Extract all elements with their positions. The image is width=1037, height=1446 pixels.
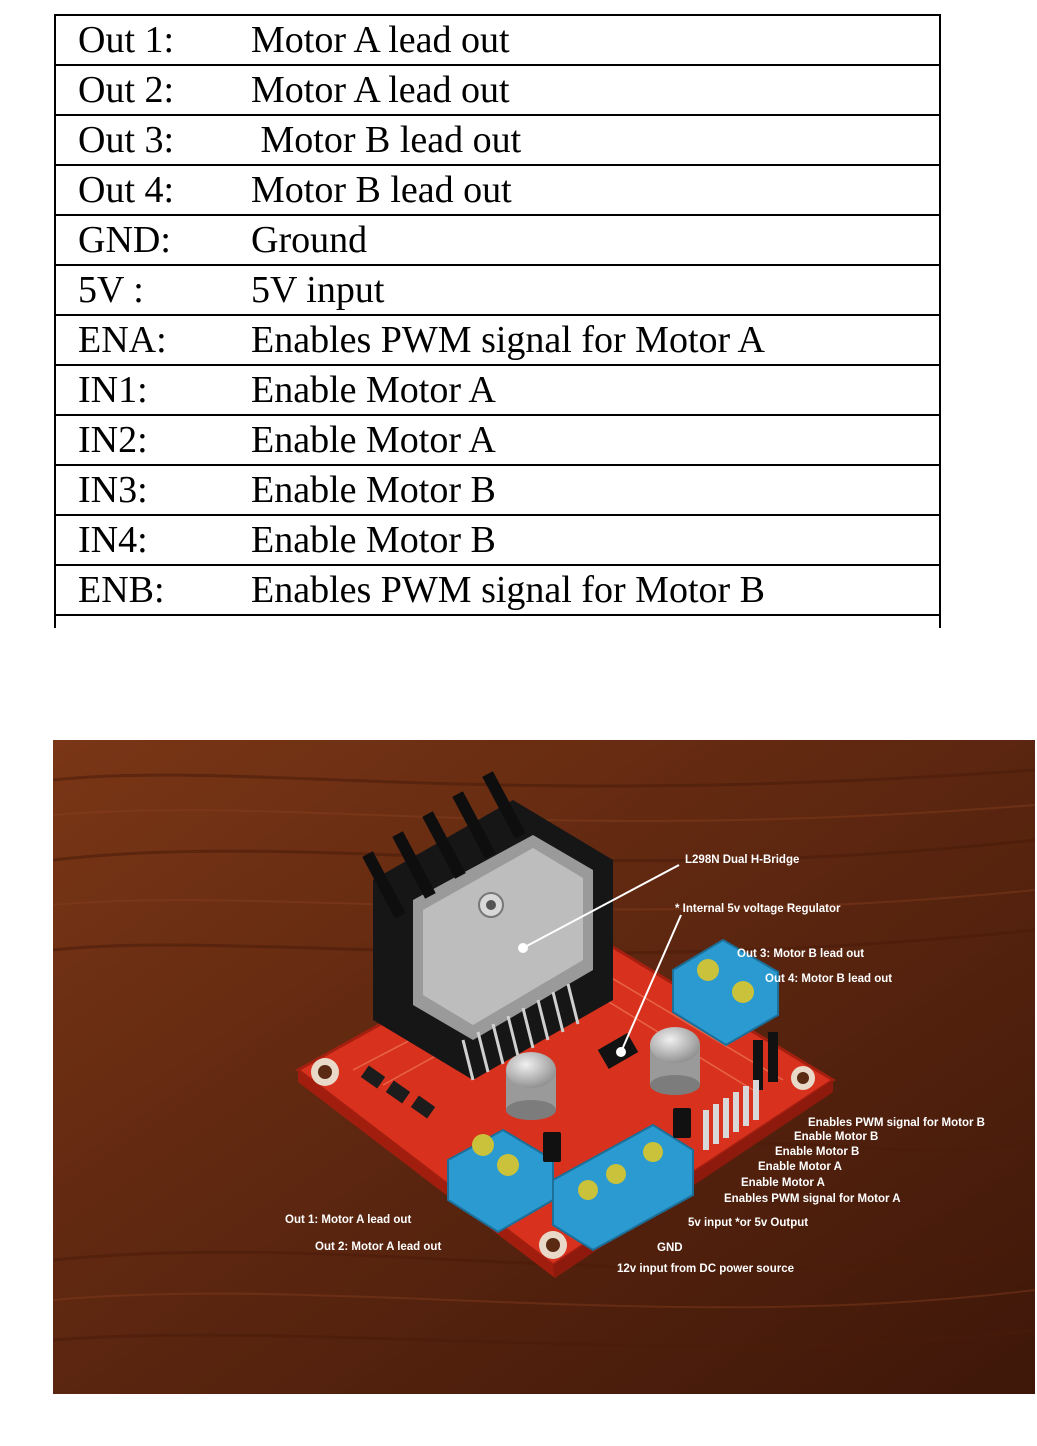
- callout-out1: Out 1: Motor A lead out: [285, 1214, 411, 1226]
- chip-pins: [461, 983, 580, 1081]
- callout-l298n: L298N Dual H-Bridge: [685, 854, 799, 866]
- pin-description: Motor B lead out: [251, 164, 941, 215]
- pin-label: Out 1:: [54, 14, 251, 65]
- pin-description: Enable Motor A: [251, 364, 941, 415]
- pin-label: ENA:: [54, 314, 251, 365]
- pin-description: Ground: [251, 214, 941, 265]
- callout-in4: Enable Motor B: [794, 1131, 878, 1143]
- pin-label: IN3:: [54, 464, 251, 515]
- pin-description: Motor A lead out: [251, 64, 941, 115]
- table-row: Out 3: Motor B lead out: [54, 114, 941, 165]
- table-row: IN2:Enable Motor A: [54, 414, 941, 465]
- pin-description: Motor B lead out: [251, 114, 941, 165]
- table-row: ENB:Enables PWM signal for Motor B: [54, 564, 941, 614]
- pin-label: ENB:: [54, 564, 251, 614]
- pin-label: GND:: [54, 214, 251, 265]
- table-row: Out 4:Motor B lead out: [54, 164, 941, 215]
- pin-description: Enable Motor B: [251, 514, 941, 565]
- board-photo: L298N Dual H-Bridge * Internal 5v voltag…: [53, 740, 1035, 1394]
- callout-enb: Enables PWM signal for Motor B: [808, 1117, 985, 1129]
- callout-12v: 12v input from DC power source: [617, 1263, 794, 1275]
- pin-label: IN4:: [54, 514, 251, 565]
- callout-out2: Out 2: Motor A lead out: [315, 1241, 441, 1253]
- pin-description: Enables PWM signal for Motor B: [251, 564, 941, 614]
- pin-label: 5V :: [54, 264, 251, 315]
- callout-in1: Enable Motor A: [741, 1177, 825, 1189]
- table-row: Out 2:Motor A lead out: [54, 64, 941, 115]
- pin-table: Out 1:Motor A lead out Out 2:Motor A lea…: [54, 14, 941, 614]
- pin-description: Motor A lead out: [251, 14, 941, 65]
- table-row: GND:Ground: [54, 214, 941, 265]
- table-row: ENA:Enables PWM signal for Motor A: [54, 314, 941, 365]
- callout-dot: [518, 943, 528, 953]
- callout-regulator: * Internal 5v voltage Regulator: [675, 903, 841, 915]
- pin-label: IN2:: [54, 414, 251, 465]
- mounting-hole: [311, 1058, 339, 1086]
- mounting-hole: [791, 1066, 815, 1090]
- pin-description: Enable Motor A: [251, 414, 941, 465]
- diodes: [360, 1065, 436, 1119]
- table-row: IN1:Enable Motor A: [54, 364, 941, 415]
- table-row: IN4:Enable Motor B: [54, 514, 941, 565]
- pin-label: Out 2:: [54, 64, 251, 115]
- pin-description: Enables PWM signal for Motor A: [251, 314, 941, 365]
- pin-description: Enable Motor B: [251, 464, 941, 515]
- table-row: IN3:Enable Motor B: [54, 464, 941, 515]
- callout-5v: 5v input *or 5v Output: [688, 1217, 808, 1229]
- pin-label: Out 4:: [54, 164, 251, 215]
- callout-ena: Enables PWM signal for Motor A: [724, 1193, 901, 1205]
- callout-out3: Out 3: Motor B lead out: [737, 948, 864, 960]
- pin-label: IN1:: [54, 364, 251, 415]
- table-bottom-border: [54, 614, 941, 616]
- capacitor: [650, 1027, 700, 1095]
- callout-gnd: GND: [657, 1242, 683, 1254]
- callout-in3: Enable Motor B: [775, 1146, 859, 1158]
- callout-leaders: [522, 864, 682, 1053]
- header-pins: [543, 1032, 778, 1162]
- terminal-block-power: [552, 1123, 694, 1252]
- mounting-hole: [539, 1231, 567, 1259]
- table-row: Out 1:Motor A lead out: [54, 14, 941, 65]
- callout-in2: Enable Motor A: [758, 1161, 842, 1173]
- heatsink: [362, 771, 613, 1080]
- table-row: 5V :5V input: [54, 264, 941, 315]
- pin-label: Out 3:: [54, 114, 251, 165]
- capacitor: [506, 1052, 556, 1120]
- callout-out4: Out 4: Motor B lead out: [765, 973, 892, 985]
- callout-dot: [616, 1047, 626, 1057]
- pin-description: 5V input: [251, 264, 941, 315]
- terminal-block-motor-b: [672, 938, 779, 1047]
